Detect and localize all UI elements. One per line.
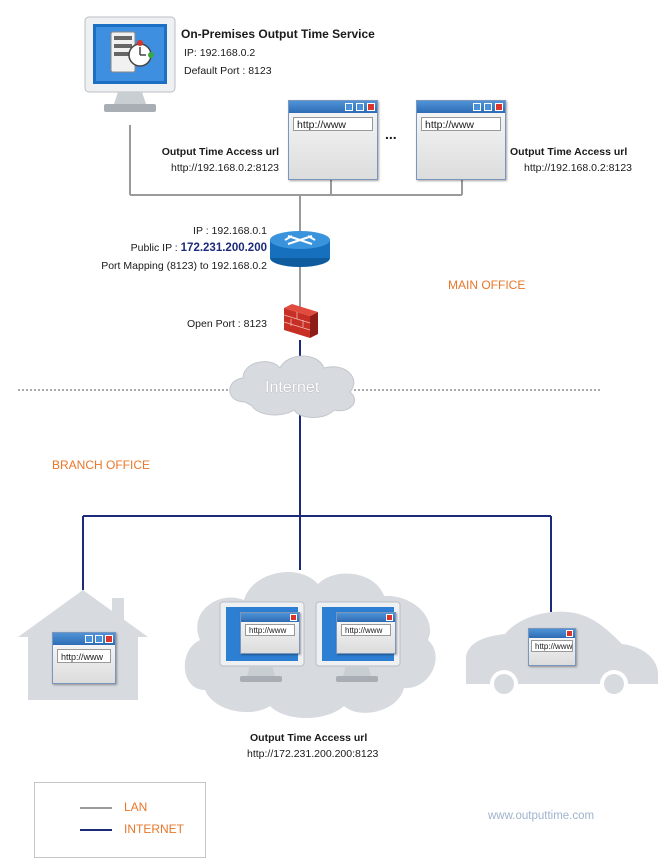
close-icon (105, 635, 113, 643)
close-icon (386, 614, 393, 621)
public-ip-value: 172.231.200.200 (180, 242, 267, 254)
address-bar: http://www (531, 640, 573, 652)
address-bar: http://www (421, 117, 501, 131)
server-ip: IP: 192.168.0.2 (184, 47, 256, 59)
close-icon (367, 103, 375, 111)
car-browser-window: http://www (528, 628, 576, 666)
router-public-ip: Public IP : 172.231.200.200 (131, 242, 267, 255)
maximize-icon (356, 103, 364, 111)
access-left-url: http://192.168.0.2:8123 (170, 162, 279, 174)
access-left-title: Output Time Access url (161, 146, 279, 158)
close-icon (495, 103, 503, 111)
legend (34, 782, 206, 858)
internet-lines (82, 340, 552, 612)
house-browser-window: http://www (52, 632, 116, 684)
address-bar: http://www (293, 117, 373, 131)
access-right-title: Output Time Access url (510, 146, 628, 158)
address-bar: http://www (341, 624, 391, 636)
close-icon (290, 614, 297, 621)
maximize-icon (484, 103, 492, 111)
branch-access-title: Output Time Access url (250, 732, 368, 744)
access-right-url: http://192.168.0.2:8123 (524, 162, 633, 174)
branch-office-label: BRANCH OFFICE (52, 458, 151, 472)
website-link[interactable]: www.outputtime.com (488, 810, 595, 822)
public-ip-label: Public IP : (130, 242, 178, 254)
minimize-icon (473, 103, 481, 111)
browser-window-left: http://www (288, 100, 378, 180)
server-port: Default Port : 8123 (184, 65, 272, 77)
lan-lines (129, 125, 463, 308)
minimize-icon (85, 635, 93, 643)
router-port-mapping: Port Mapping (8123) to 192.168.0.2 (101, 260, 267, 272)
minimize-icon (345, 103, 353, 111)
address-bar: http://www (57, 649, 111, 663)
branch-access-url: http://172.231.200.200:8123 (247, 748, 379, 760)
title-bar (417, 101, 505, 113)
branch-left-browser-window: http://www (240, 612, 300, 654)
legend-lan-label: LAN (124, 800, 148, 814)
server-title: On-Premises Output Time Service (181, 27, 375, 41)
title-bar (289, 101, 377, 113)
server-monitor-icon (84, 16, 176, 112)
close-icon (566, 630, 573, 637)
branch-right-browser-window: http://www (336, 612, 396, 654)
internet-cloud-icon (229, 355, 356, 418)
firewall-icon (283, 304, 318, 338)
router-ip: IP : 192.168.0.1 (193, 225, 267, 237)
address-bar: http://www (245, 624, 295, 636)
browser-window-right: http://www (416, 100, 506, 180)
maximize-icon (95, 635, 103, 643)
ellipsis: ... (385, 126, 397, 142)
internet-label: Internet (265, 379, 320, 396)
main-office-label: MAIN OFFICE (448, 278, 526, 292)
router-icon (270, 231, 330, 267)
legend-internet-label: INTERNET (124, 822, 184, 836)
firewall-open-port: Open Port : 8123 (187, 318, 267, 330)
